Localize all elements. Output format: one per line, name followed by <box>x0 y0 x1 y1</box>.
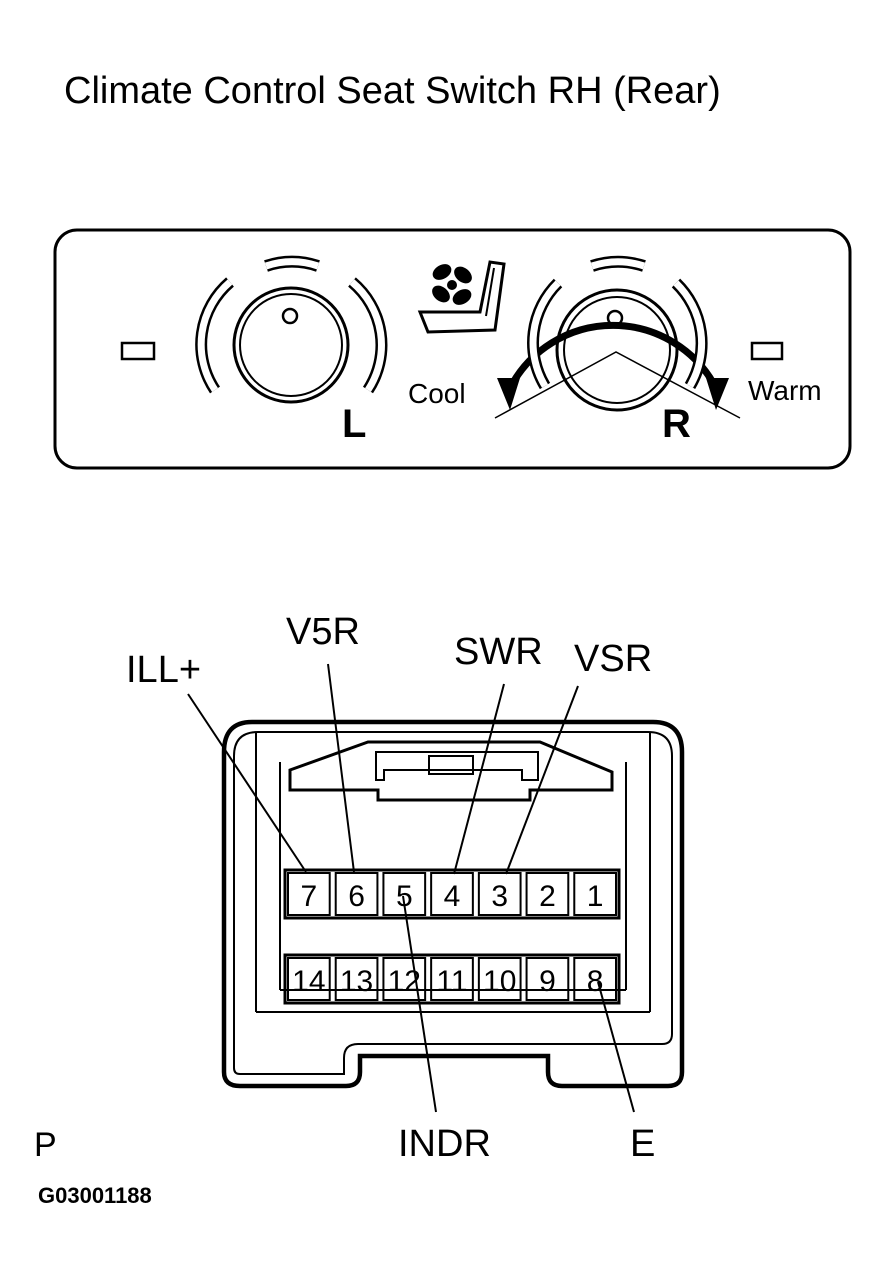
pin-number-5: 5 <box>396 880 413 913</box>
knob-left-label: L <box>342 402 366 446</box>
pin-cavity-3 <box>477 872 522 916</box>
cool-label: Cool <box>408 378 466 409</box>
pin-cavity-6 <box>334 872 379 916</box>
leader-v5r <box>327 663 355 873</box>
callout-v5r: V5R <box>286 611 360 653</box>
leader-vsr <box>505 685 579 875</box>
pin-cavity-9 <box>525 957 570 1001</box>
leader-indr <box>402 895 437 1113</box>
leader-e <box>597 981 635 1113</box>
right-indicator-lamp <box>750 341 784 361</box>
pin-number-9: 9 <box>539 965 556 998</box>
pin-cavity-13 <box>334 957 379 1001</box>
diagram-title: Climate Control Seat Switch RH (Rear) <box>64 70 721 112</box>
pin-cavity-2 <box>525 872 570 916</box>
pin-number-11: 11 <box>436 965 467 998</box>
pin-number-10: 10 <box>483 965 516 998</box>
connector <box>221 719 685 1089</box>
pin-cavity-4 <box>430 872 474 916</box>
callout-e: E <box>630 1123 655 1165</box>
seat-fan-icon <box>417 260 506 334</box>
pin-number-2: 2 <box>539 880 556 913</box>
callout-indr: INDR <box>398 1123 491 1165</box>
cool-arrowhead <box>497 378 520 410</box>
connector-lock-latch <box>288 740 614 802</box>
footer-letter: P <box>34 1126 57 1164</box>
switch-panel: L R Cool Warm <box>53 228 852 470</box>
leader-swr <box>453 683 505 875</box>
pin-cavity-7 <box>287 872 331 916</box>
pin-number-7: 7 <box>301 880 318 913</box>
right-knob[interactable] <box>494 255 741 419</box>
callout-swr: SWR <box>454 631 543 673</box>
connector-inner-wall <box>233 731 673 1075</box>
leader-ill-plus <box>187 693 307 873</box>
warm-arrowhead <box>706 378 729 410</box>
connector-housing <box>221 719 685 1089</box>
knob-right-label: R <box>662 402 691 446</box>
callout-vsr: VSR <box>574 638 652 680</box>
pin-row-top <box>283 868 621 920</box>
panel-outline <box>53 228 852 470</box>
pin-number-6: 6 <box>348 880 365 913</box>
pin-cavity-8 <box>573 957 617 1001</box>
callout-ill-plus: ILL+ <box>126 649 201 691</box>
callout-leaders <box>187 663 635 1113</box>
pin-number-14: 14 <box>292 965 325 998</box>
figure-code: G03001188 <box>38 1183 152 1208</box>
pin-cavity-12 <box>382 957 427 1001</box>
left-indicator-lamp <box>120 341 156 361</box>
pin-number-13: 13 <box>340 965 373 998</box>
pin-cavity-14 <box>287 957 331 1001</box>
pin-number-3: 3 <box>491 880 508 913</box>
pin-cavity-11 <box>430 957 474 1001</box>
pin-number-1: 1 <box>587 880 604 913</box>
pin-number-4: 4 <box>444 880 461 913</box>
warm-label: Warm <box>748 375 822 406</box>
pin-row-bottom <box>283 953 621 1005</box>
pin-cavity-1 <box>573 872 617 916</box>
pin-cavity-5 <box>382 872 427 916</box>
left-knob[interactable] <box>195 255 388 404</box>
pin-cavity-10 <box>477 957 522 1001</box>
